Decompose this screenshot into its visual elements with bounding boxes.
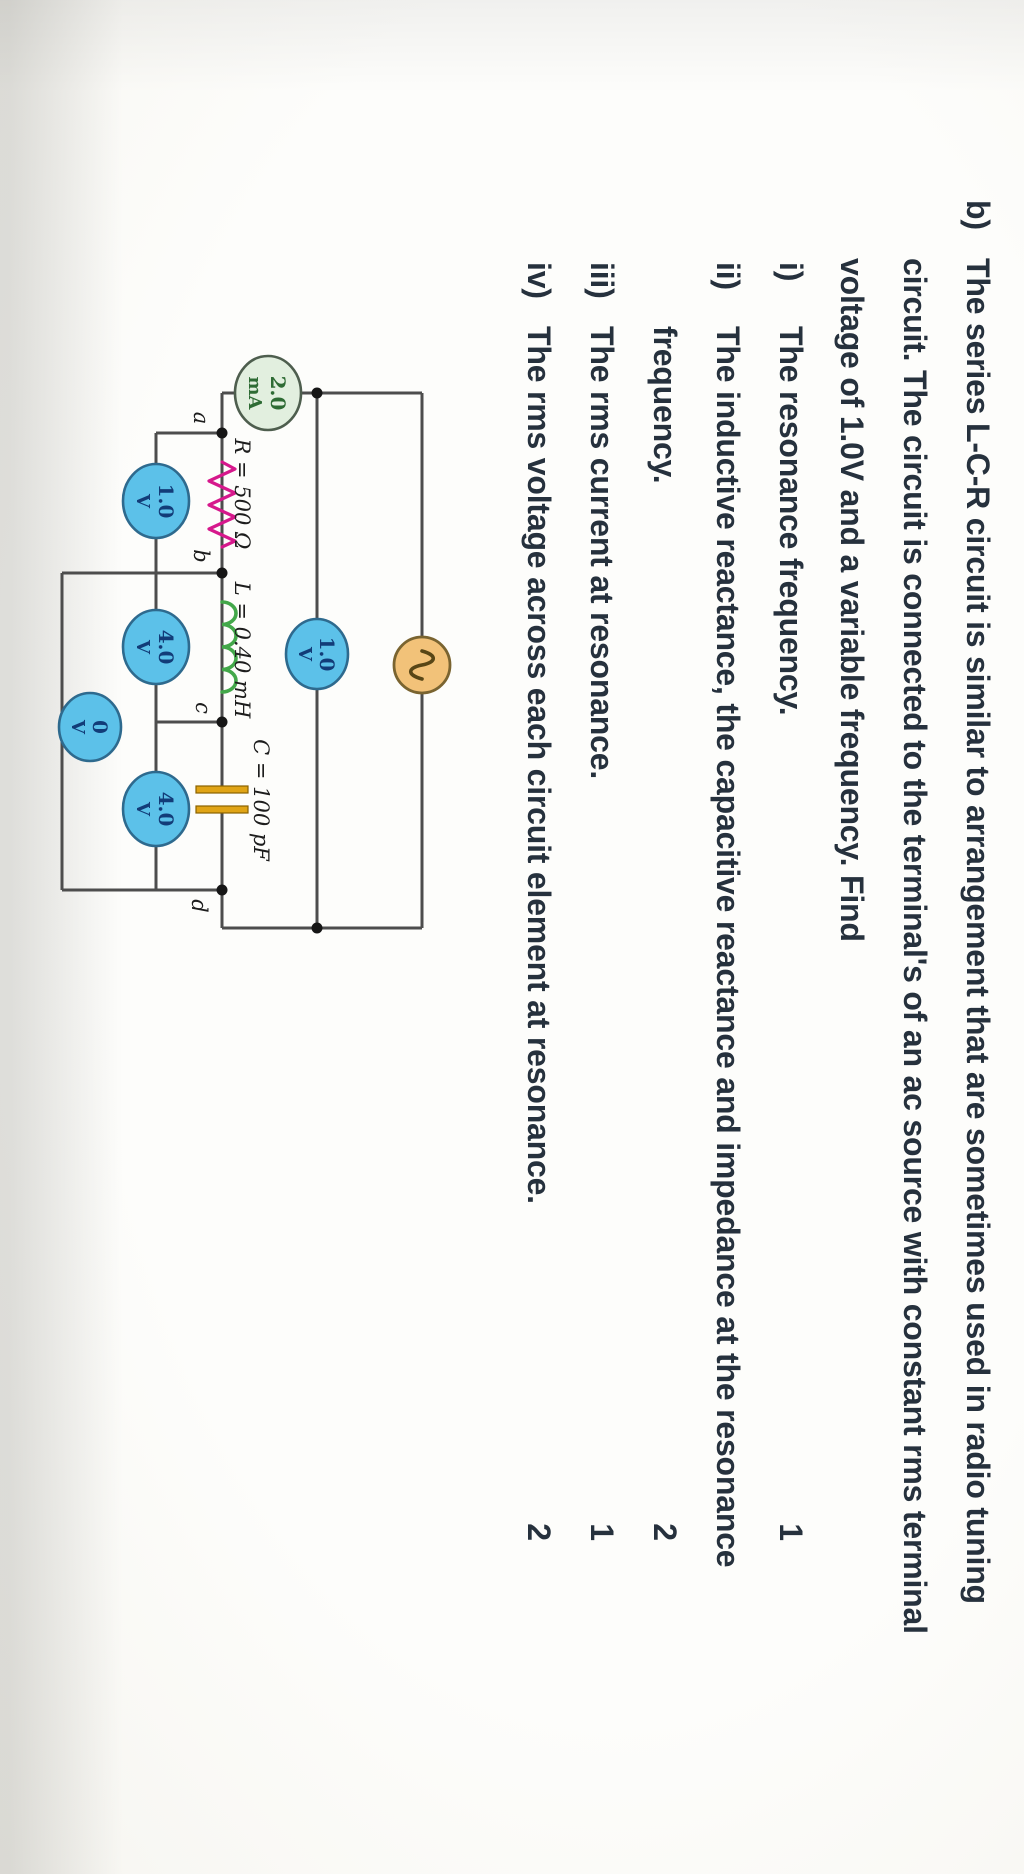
item-ii-mark: 2 (647, 1523, 683, 1541)
voltmeter-capacitor-unit: V (132, 801, 153, 817)
voltmeter-source-value: 1.0 (315, 637, 339, 672)
capacitor-symbol (195, 785, 249, 814)
voltmeter-source (284, 617, 350, 691)
ammeter-value: 2.0 (266, 376, 290, 411)
resistor-label: R = 500 Ω (230, 438, 254, 550)
node-label-a: a (189, 412, 213, 425)
item-i-mark: 1 (773, 1523, 809, 1541)
item-i-text: The resonance frequency. (773, 326, 809, 716)
node-label-c: c (191, 702, 215, 714)
item-iv-text: The rms voltage across each circuit elem… (521, 326, 557, 1204)
voltmeter-capacitor (121, 770, 191, 848)
voltmeter-resistor (121, 462, 191, 540)
inductor-label: L = 0.40 mH (230, 581, 254, 719)
voltmeter-resistor-value: 1.0 (154, 484, 178, 519)
item-iii-mark: 1 (584, 1523, 620, 1541)
item-iv-mark: 2 (521, 1523, 557, 1541)
voltmeter-bd-value: 0 (88, 720, 112, 734)
circuit-diagram: R = 500 Ω L = 0.40 mH C = 100 pF a b c d… (57, 354, 452, 934)
voltmeter-bd-unit: V (67, 719, 88, 735)
item-ii-text: The inductive reactance, the capacitive … (710, 326, 746, 1568)
node-label-b: b (189, 549, 213, 562)
item-ii-text-2: frequency. (647, 326, 683, 484)
question-label: b) (960, 200, 996, 230)
ammeter-unit: mA (244, 376, 265, 410)
voltmeter-resistor-unit: V (132, 493, 153, 509)
voltmeter-inductor-unit: V (132, 639, 153, 655)
voltmeter-inductor (121, 608, 191, 686)
resistor-symbol (207, 460, 237, 549)
item-ii-label: ii) (710, 262, 746, 290)
inductor-symbol (220, 600, 238, 694)
paragraph-line-2: circuit. The circuit is connected to the… (897, 258, 933, 1634)
item-i-label: i) (773, 262, 809, 282)
junction-dots (216, 387, 323, 934)
item-iii-text: The rms current at resonance. (584, 326, 620, 780)
item-iv-label: iv) (521, 262, 557, 299)
capacitor-label: C = 100 pF (249, 739, 273, 862)
ac-source-icon (392, 635, 452, 695)
paragraph-line-1: The series L-C-R circuit is similar to a… (960, 258, 996, 1604)
voltmeter-source-unit: V (294, 646, 315, 662)
paragraph-line-3: voltage of 1.0V and a variable frequency… (834, 258, 870, 942)
voltmeter-capacitor-value: 4.0 (154, 792, 178, 827)
voltmeter-inductor-value: 4.0 (154, 630, 178, 665)
voltmeter-bd-loop (57, 691, 123, 763)
ammeter: 2.0 mA (233, 354, 303, 432)
item-iii-label: iii) (584, 262, 620, 299)
node-label-d: d (187, 899, 211, 912)
